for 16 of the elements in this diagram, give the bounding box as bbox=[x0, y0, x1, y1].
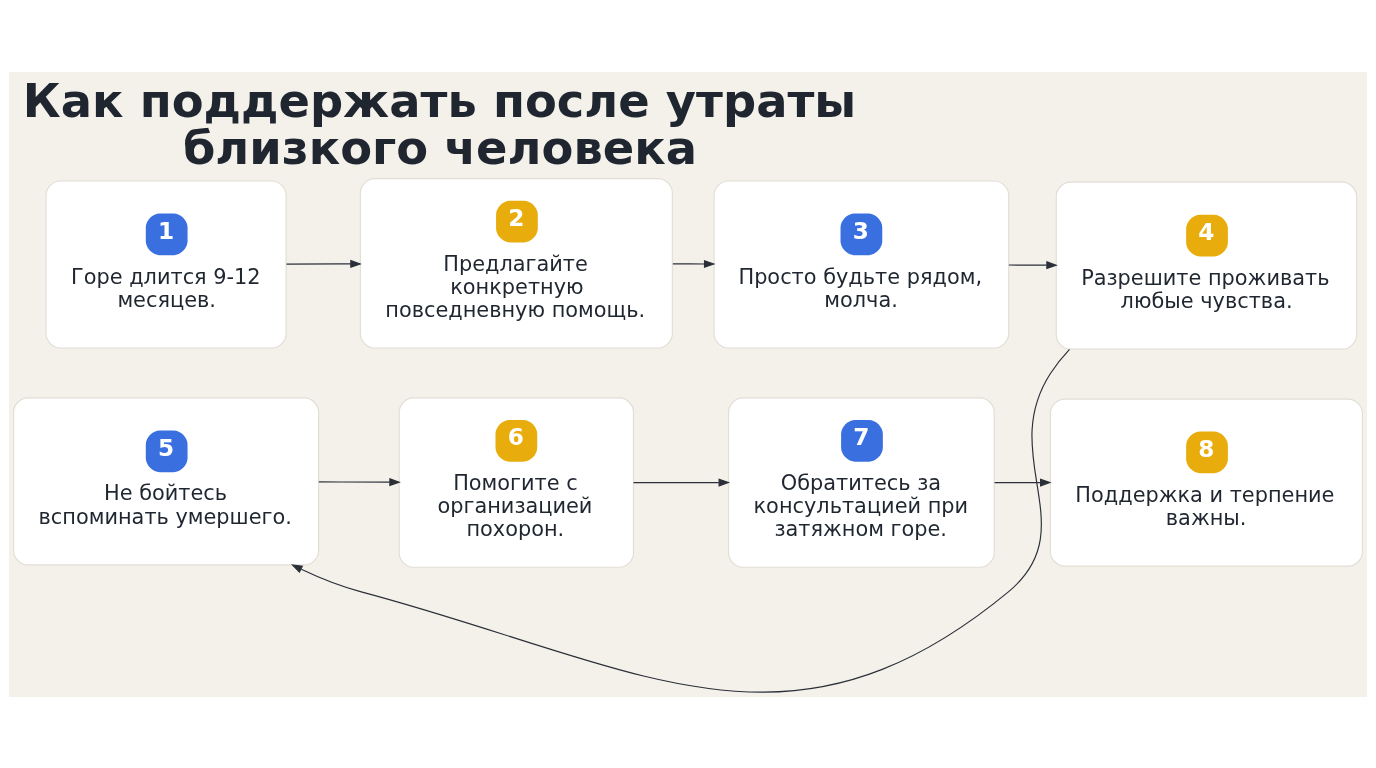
node-box: 7 Обратитесь за консультацией при затяжном горе. bbox=[728, 396, 995, 568]
node-box: 3 Просто будьте рядом, молча. bbox=[713, 179, 1010, 349]
node-box: 5 Не бойтесь вспоминать умершего. bbox=[13, 396, 320, 565]
arrow bbox=[672, 259, 716, 268]
node-box: 1 Горе длится 9-12 месяцев. bbox=[45, 179, 287, 349]
node-box: 2 Предлагайте конкретную повседневную помощь. bbox=[359, 177, 673, 349]
node-box: 8 Поддержка и терпение важны. bbox=[1049, 398, 1363, 567]
arrow bbox=[290, 348, 1071, 693]
node-box: 4 Разрешите проживать любые чувства. bbox=[1055, 181, 1358, 350]
arrow bbox=[285, 259, 362, 268]
arrow bbox=[994, 478, 1052, 487]
diagram-title: Как поддержать после утраты близкого человека bbox=[22, 73, 857, 175]
arrow bbox=[632, 478, 731, 487]
arrow bbox=[318, 477, 401, 486]
node-box: 6 Помогите с организацией похорон. bbox=[398, 396, 635, 568]
arrow bbox=[1008, 260, 1058, 269]
